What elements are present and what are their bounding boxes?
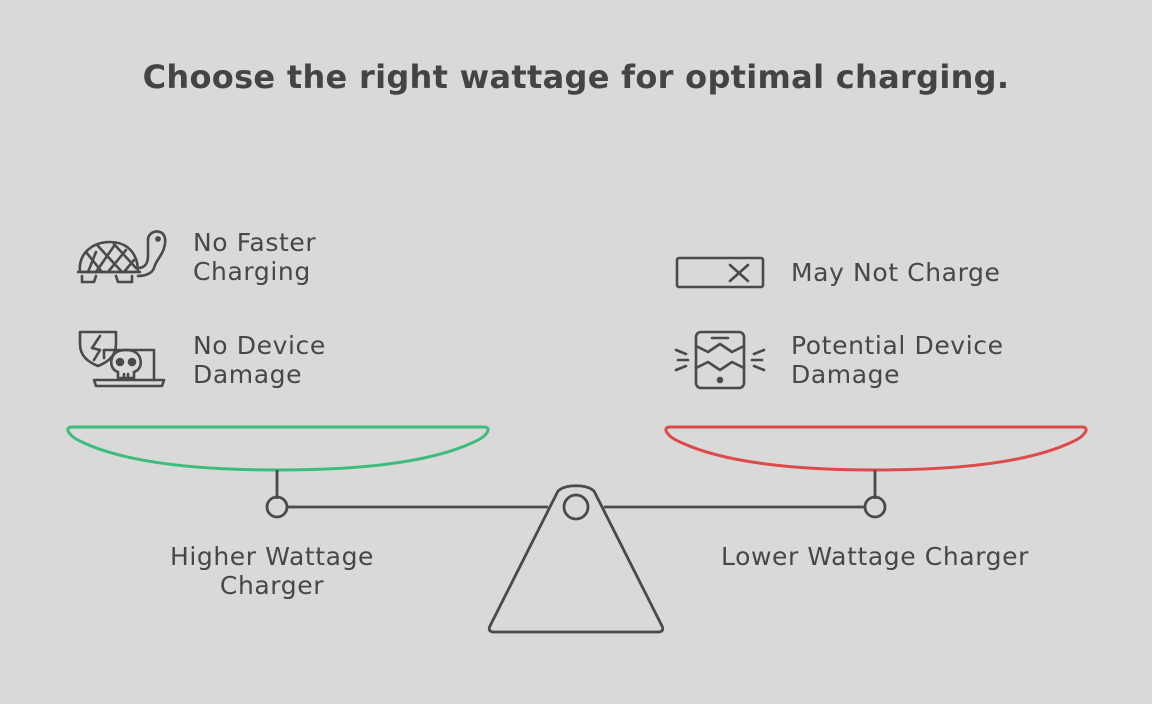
scale-base — [487, 484, 665, 634]
left-pan — [66, 425, 490, 472]
turtle-icon — [74, 228, 170, 288]
left-side-label: Higher Wattage Charger — [169, 542, 375, 600]
right-item-2-label: Potential Device Damage — [791, 331, 1004, 389]
right-side-label: Lower Wattage Charger — [721, 542, 1029, 571]
right-joint — [863, 495, 887, 519]
broken-phone-icon — [672, 328, 768, 392]
right-item-1-label: May Not Charge — [791, 258, 1001, 287]
left-item-2-label: No Device Damage — [193, 331, 326, 389]
right-pan — [664, 425, 1088, 472]
left-item-1-label: No Faster Charging — [193, 228, 317, 286]
page-title: Choose the right wattage for optimal cha… — [142, 58, 1010, 96]
battery-x-icon — [674, 254, 768, 292]
pivot-joint — [562, 493, 590, 521]
laptop-damage-icon — [74, 328, 170, 392]
left-joint — [265, 495, 289, 519]
